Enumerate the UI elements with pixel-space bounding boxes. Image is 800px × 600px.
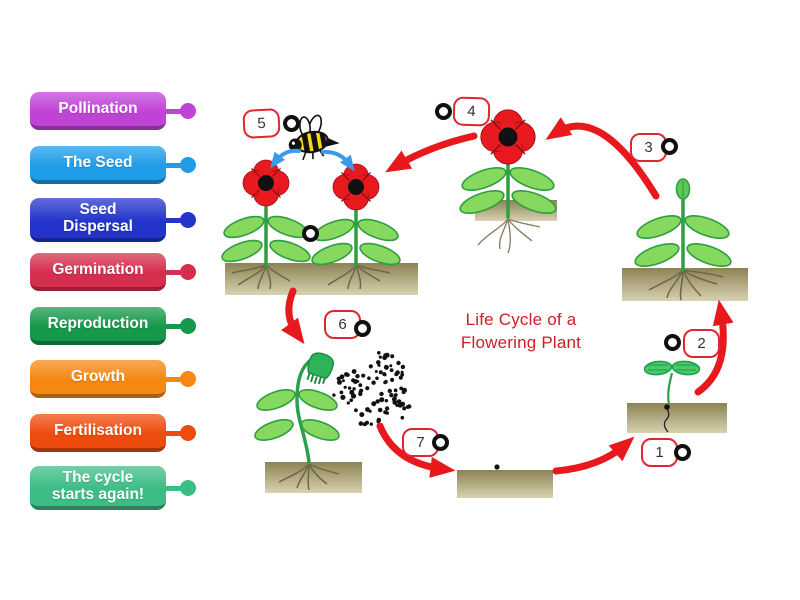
seedling-illustration	[627, 360, 727, 433]
planted-seed-illustration	[457, 464, 553, 498]
label-chip-germination[interactable]: Germination	[30, 253, 166, 291]
arrow-pollination-to-dispersal	[281, 287, 305, 345]
chip-connector-stem	[166, 485, 181, 491]
chip-connector-stem	[166, 323, 181, 329]
marker-box-1[interactable]: 1	[641, 438, 678, 467]
label-row-seed-dispersal: Seed Dispersal	[30, 198, 196, 242]
label-chip-pollination[interactable]: Pollination	[30, 92, 166, 130]
pollination-flowers-illustration	[221, 159, 418, 295]
chip-connector-dot	[180, 480, 196, 496]
marker-box-5[interactable]: 5	[242, 108, 281, 139]
label-chip-cycle-starts-again[interactable]: The cycle starts again!	[30, 466, 166, 510]
label-chip-fertilisation[interactable]: Fertilisation	[30, 414, 166, 452]
arrow-seed-to-germination	[552, 436, 635, 475]
scattered-seeds-icon	[332, 351, 412, 427]
marker-box-3[interactable]: 3	[630, 133, 667, 162]
chip-connector-dot	[180, 212, 196, 228]
label-row-pollination: Pollination	[30, 92, 196, 130]
answer-dot-7[interactable]	[432, 434, 449, 451]
seed-icon	[664, 404, 670, 410]
chip-connector-dot	[180, 264, 196, 280]
label-row-germination: Germination	[30, 253, 196, 291]
label-chip-seed-dispersal[interactable]: Seed Dispersal	[30, 198, 166, 242]
arrow-seedling-to-growth	[694, 299, 734, 396]
poppy-flower-icon	[242, 159, 290, 207]
chip-connector-stem	[166, 162, 181, 168]
chip-connector-stem	[166, 217, 181, 223]
label-chip-the-seed[interactable]: The Seed	[30, 146, 166, 184]
answer-dot-2[interactable]	[664, 334, 681, 351]
chip-connector-stem	[166, 269, 181, 275]
label-chip-growth[interactable]: Growth	[30, 360, 166, 398]
diagram-title: Life Cycle of a Flowering Plant	[440, 308, 602, 355]
diagram-title-line2: Flowering Plant	[460, 333, 582, 353]
marker-box-4[interactable]: 4	[452, 96, 491, 127]
chip-connector-dot	[180, 318, 196, 334]
diagram-title-line1: Life Cycle of a	[465, 310, 577, 329]
chip-connector-stem	[166, 430, 181, 436]
arrow-dispersal-to-seed	[376, 422, 456, 478]
answer-dot-1[interactable]	[674, 444, 691, 461]
label-row-the-seed: The Seed	[30, 146, 196, 184]
pollination-arrows	[270, 148, 355, 172]
poppy-flower-icon	[332, 163, 380, 211]
cycle-arrows	[281, 117, 734, 478]
answer-dot-flowers[interactable]	[302, 225, 319, 242]
chip-connector-stem	[166, 376, 181, 382]
label-row-fertilisation: Fertilisation	[30, 414, 196, 452]
seed-icon	[494, 464, 500, 470]
answer-dot-4[interactable]	[435, 103, 452, 120]
chip-connector-dot	[180, 371, 196, 387]
bee-icon	[288, 114, 340, 161]
growing-plant-illustration	[622, 178, 748, 301]
arrow-growth-to-flower	[545, 117, 660, 200]
label-chip-reproduction[interactable]: Reproduction	[30, 307, 166, 345]
marker-box-2[interactable]: 2	[683, 329, 720, 358]
chip-connector-dot	[180, 103, 196, 119]
label-row-growth: Growth	[30, 360, 196, 398]
label-row-cycle-starts-again: The cycle starts again!	[30, 466, 196, 510]
chip-connector-dot	[180, 425, 196, 441]
arrow-flower-to-pollination	[385, 132, 478, 173]
flowering-plant-illustration	[459, 109, 557, 254]
answer-dot-5[interactable]	[283, 115, 300, 132]
chip-connector-stem	[166, 108, 181, 114]
seed-pod-icon	[306, 352, 334, 385]
seed-dispersal-plant-illustration	[254, 351, 412, 493]
answer-dot-3[interactable]	[661, 138, 678, 155]
chip-connector-dot	[180, 157, 196, 173]
label-row-reproduction: Reproduction	[30, 307, 196, 345]
answer-dot-6[interactable]	[354, 320, 371, 337]
